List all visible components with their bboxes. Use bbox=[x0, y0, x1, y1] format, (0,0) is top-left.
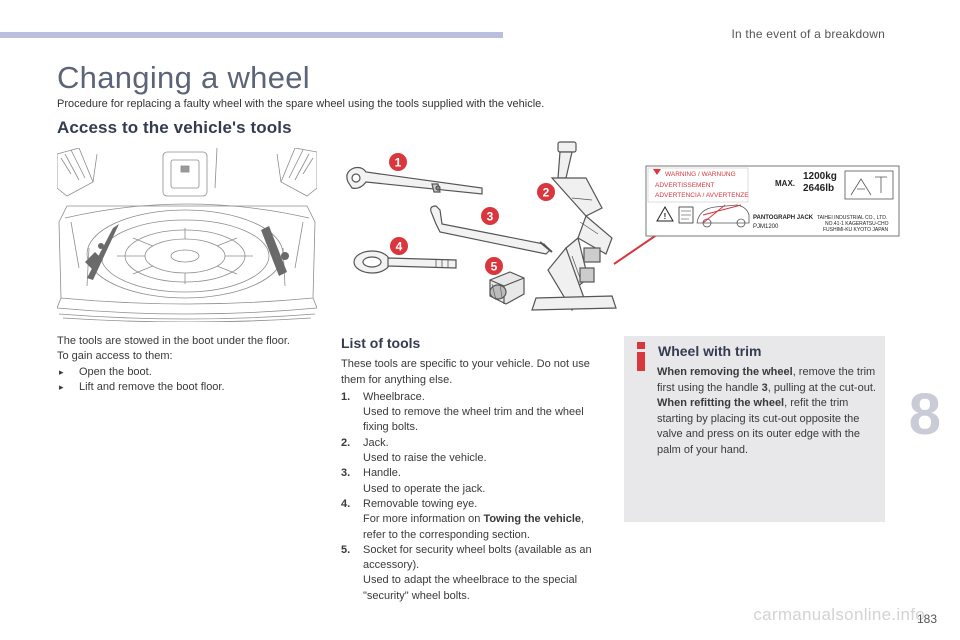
access-description: The tools are stowed in the boot under t… bbox=[57, 335, 290, 347]
maker-line-3: FUSHIMI-KU KYOTO JAPAN bbox=[823, 227, 888, 233]
tools-illustration: 1 2 3 4 5 bbox=[340, 138, 620, 320]
callout-2: 2 bbox=[543, 186, 550, 200]
jack-label-illustration: WARNING / WARNUNG ADVERTISSEMENT ADVERTE… bbox=[645, 165, 900, 237]
wheel-trim-info-box: Wheel with trim When removing the wheel,… bbox=[624, 336, 885, 522]
tool-item: 5. Socket for security wheel bolts (avai… bbox=[341, 543, 592, 602]
section-header: In the event of a breakdown bbox=[731, 27, 885, 41]
capacity-lb: 2646lb bbox=[803, 183, 834, 194]
tool-item: 1. Wheelbrace. Used to remove the wheel … bbox=[341, 390, 584, 434]
maker-line-1: TAIHEI INDUSTRIAL CO., LTD. bbox=[817, 215, 887, 221]
max-label: MAX. bbox=[775, 179, 795, 188]
tool-item: 4. Removable towing eye. For more inform… bbox=[341, 497, 606, 543]
towing-reference: For more information on Towing the vehic… bbox=[363, 513, 585, 541]
callout-5: 5 bbox=[491, 260, 498, 274]
arrow-bullet-icon: ▸ bbox=[59, 381, 64, 392]
label-leader-line bbox=[613, 233, 659, 265]
access-heading: Access to the vehicle's tools bbox=[57, 118, 292, 137]
arrow-bullet-icon: ▸ bbox=[59, 366, 64, 377]
maker-line-2: NO.41-1 KAGERATSU-CHO bbox=[825, 221, 889, 227]
warning-line-1: WARNING / WARNUNG bbox=[665, 171, 736, 178]
product-label: PANTOGRAPH JACK bbox=[753, 215, 814, 221]
product-code: PJM1200 bbox=[753, 224, 779, 230]
chapter-number: 8 bbox=[908, 382, 941, 447]
intro-text: Procedure for replacing a faulty wheel w… bbox=[57, 98, 545, 110]
callout-3: 3 bbox=[487, 210, 494, 224]
wheel-trim-text: When removing the wheel, remove the trim… bbox=[657, 366, 876, 456]
access-step: ▸ Lift and remove the boot floor. bbox=[57, 380, 297, 395]
info-icon bbox=[637, 342, 645, 371]
access-step: ▸ Open the boot. bbox=[57, 365, 297, 380]
access-text-column: The tools are stowed in the boot under t… bbox=[57, 334, 297, 395]
list-of-tools-intro: These tools are specific to your vehicle… bbox=[341, 358, 590, 386]
header-rule bbox=[0, 32, 503, 38]
capacity-kg: 1200kg bbox=[803, 171, 837, 182]
warning-line-3: ADVERTENCIA / AVVERTENZE bbox=[655, 192, 749, 199]
warning-line-2: ADVERTISSEMENT bbox=[655, 182, 715, 189]
callout-4: 4 bbox=[396, 240, 403, 254]
list-of-tools-heading: List of tools bbox=[341, 335, 421, 351]
tool-item: 3. Handle. Used to operate the jack. bbox=[341, 467, 486, 495]
list-of-tools-column: List of tools These tools are specific t… bbox=[341, 335, 606, 604]
tool-item: 2. Jack. Used to raise the vehicle. bbox=[341, 436, 487, 465]
wheel-trim-heading: Wheel with trim bbox=[658, 343, 762, 359]
callout-1: 1 bbox=[395, 156, 402, 170]
page-number: 183 bbox=[916, 612, 937, 626]
page-title: Changing a wheel bbox=[57, 60, 310, 95]
svg-text:!: ! bbox=[664, 212, 667, 221]
boot-illustration bbox=[57, 148, 317, 322]
watermark: carmanualsonline.info bbox=[753, 605, 925, 624]
access-steps-intro: To gain access to them: bbox=[57, 350, 173, 363]
